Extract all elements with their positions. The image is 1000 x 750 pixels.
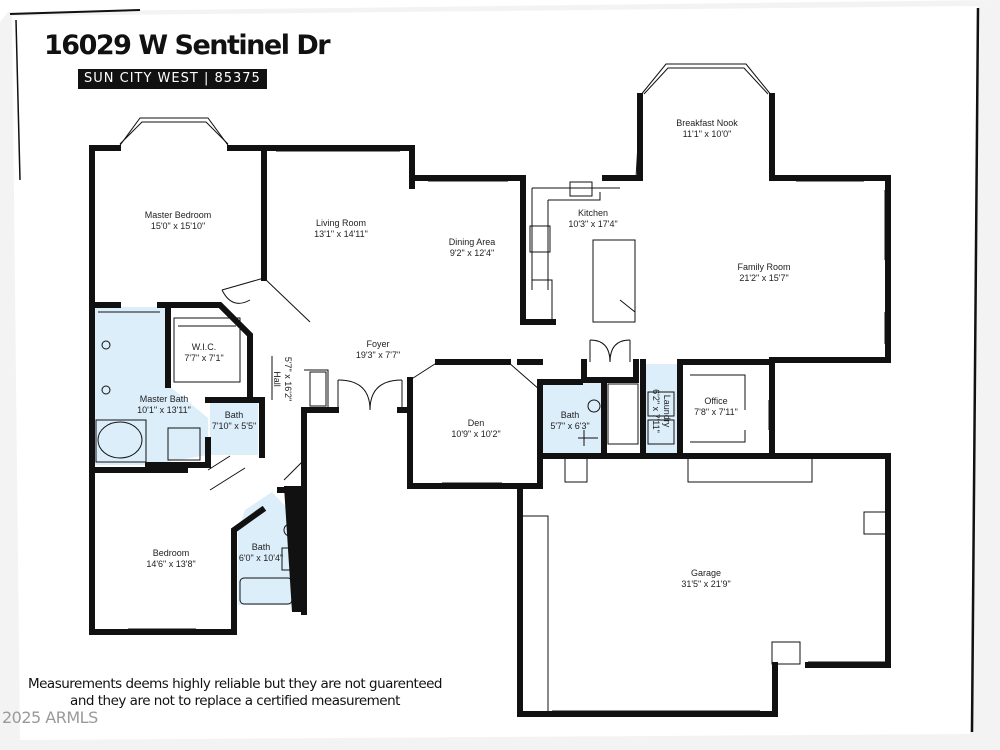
property-address: 16029 W Sentinel Dr bbox=[44, 30, 331, 61]
measurement-disclaimer: Measurements deems highly reliable but t… bbox=[27, 676, 443, 709]
city-zip-badge: SUN CITY WEST | 85375 bbox=[78, 69, 267, 89]
room-label-hall: 5'7" x 16'2"Hall bbox=[272, 356, 293, 402]
fixtures bbox=[95, 63, 889, 715]
copyright-watermark: 2025 ARMLS bbox=[2, 708, 98, 727]
chase-shading bbox=[284, 486, 304, 612]
room-label-wic: W.I.C.7'7" x 7'1" bbox=[184, 342, 224, 363]
